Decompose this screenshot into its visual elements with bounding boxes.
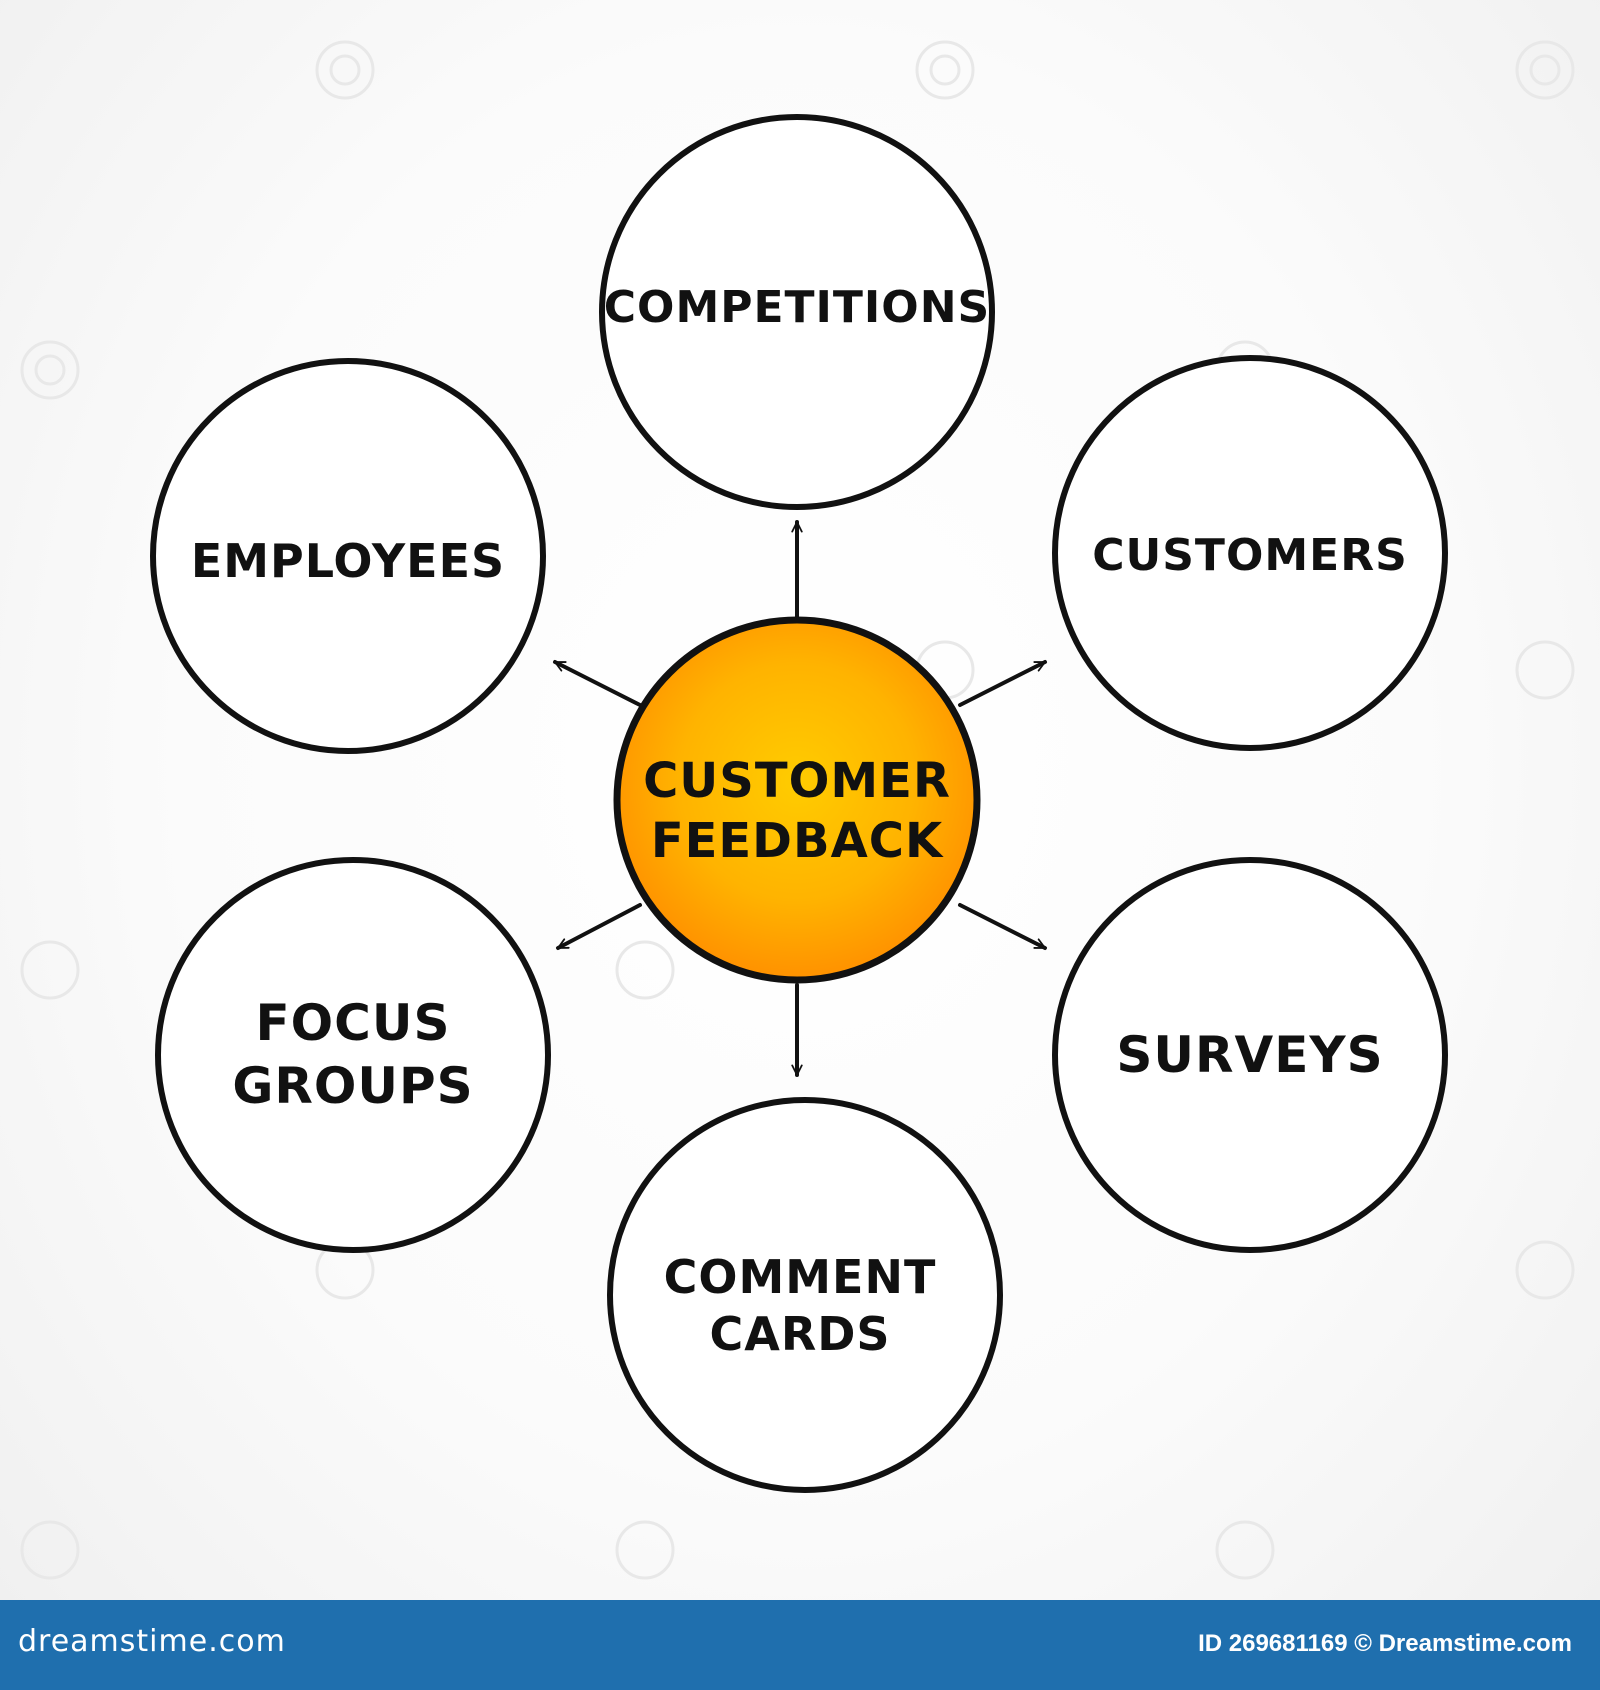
node-focus-groups: FOCUS GROUPS [155, 857, 551, 1253]
node-label-surveys: SURVEYS [1116, 1026, 1383, 1084]
center-label-customer: CUSTOMER [643, 753, 951, 809]
center-node-customer-feedback: CUSTOMER FEEDBACK [613, 616, 981, 984]
node-label-focus: FOCUS [256, 994, 451, 1052]
node-customers: CUSTOMERS [1052, 355, 1448, 751]
connector-arrows [553, 520, 1047, 1077]
arrow-to-surveys [958, 903, 1047, 950]
node-label-cards: CARDS [709, 1307, 890, 1361]
node-competitions: COMPETITIONS [599, 114, 995, 510]
node-label-customers: CUSTOMERS [1092, 530, 1408, 581]
mind-map: COMPETITIONS CUSTOMERS SURVEYS COMMENT C… [20, 40, 1575, 1580]
arrow-to-focus-groups [556, 903, 642, 950]
node-label-employees: EMPLOYEES [191, 534, 505, 588]
arrow-to-employees [553, 660, 642, 707]
node-label-groups: GROUPS [232, 1057, 473, 1115]
node-comment-cards: COMMENT CARDS [607, 1097, 1003, 1493]
watermark-footer-bar: dreamstime.com ID 269681169 © Dreamstime… [0, 1600, 1600, 1690]
node-employees: EMPLOYEES [150, 358, 546, 754]
center-label-feedback: FEEDBACK [651, 813, 944, 869]
arrow-to-customers [958, 660, 1047, 707]
node-surveys: SURVEYS [1052, 857, 1448, 1253]
node-label-comment: COMMENT [664, 1250, 937, 1304]
footer-image-id: ID 269681169 © Dreamstime.com [1198, 1630, 1572, 1657]
node-label-competitions: COMPETITIONS [604, 282, 990, 333]
footer-site-name: dreamstime.com [18, 1624, 286, 1659]
